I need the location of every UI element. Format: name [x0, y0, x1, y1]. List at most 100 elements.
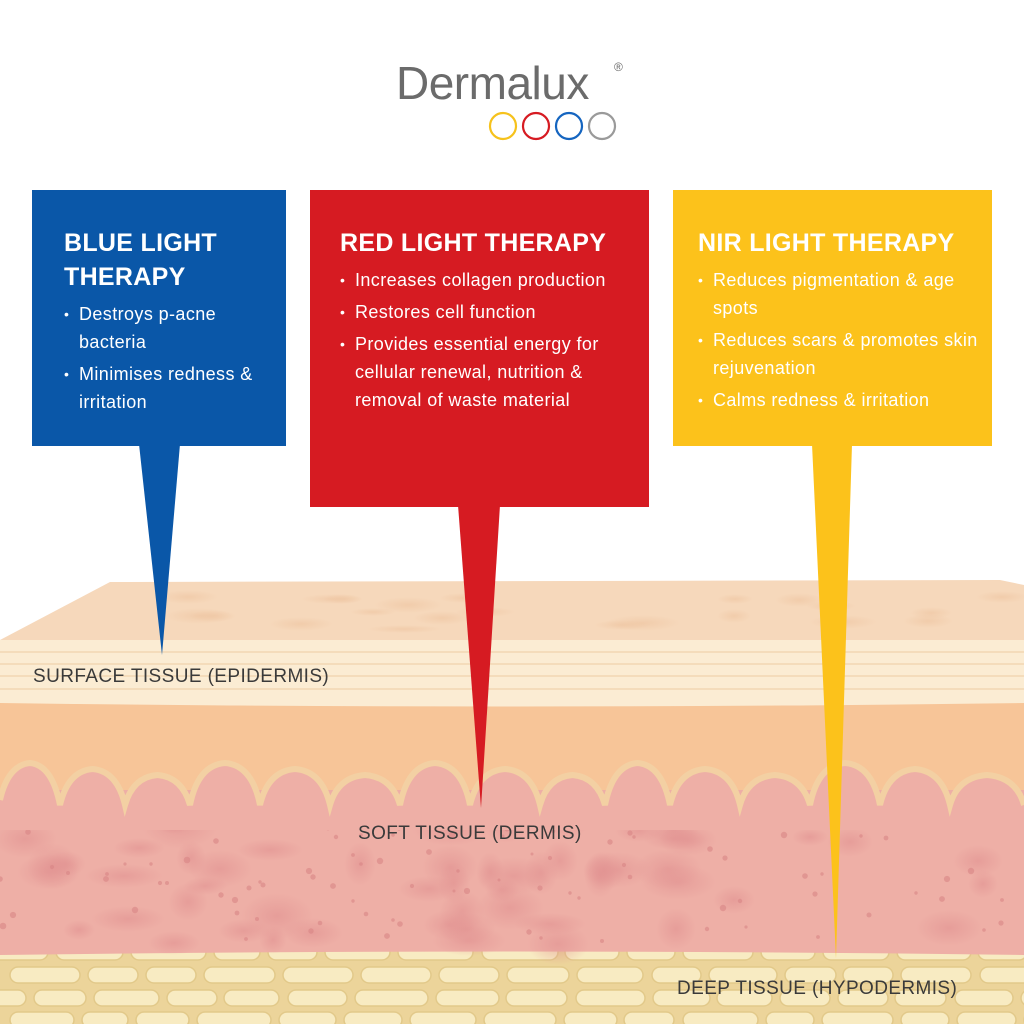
dermis-dot — [218, 892, 224, 898]
dermis-dot — [943, 875, 951, 883]
fat-cell — [343, 1011, 403, 1024]
dermis-dot — [621, 862, 627, 868]
dermis-dot — [501, 834, 505, 838]
fat-cell — [438, 966, 500, 984]
dermis-dot — [707, 846, 713, 852]
fat-cell — [483, 1011, 557, 1024]
dermis-spot — [916, 910, 982, 946]
dermis-spot — [439, 890, 485, 934]
surface-pore — [367, 625, 441, 633]
surface-pore — [976, 591, 1024, 603]
fat-cell — [979, 966, 1024, 984]
benefit-item: Increases collagen production — [340, 266, 633, 294]
dermis-spot — [168, 883, 208, 921]
dermis-dot — [998, 920, 1004, 926]
dermis-dot — [816, 935, 820, 939]
blue-light-therapy-box: BLUE LIGHT THERAPY Destroys p-acne bacte… — [32, 190, 286, 446]
fat-cell — [1020, 990, 1024, 1006]
benefit-item: Calms redness & irritation — [698, 386, 980, 414]
blue-light-title: BLUE LIGHT THERAPY — [64, 229, 217, 291]
nir-light-benefits: Reduces pigmentation & age spots Reduces… — [698, 266, 980, 414]
fat-cell — [282, 966, 354, 984]
benefit-item: Destroys p-acne bacteria — [64, 300, 266, 356]
dermis-dot — [105, 872, 109, 876]
dermis-dot — [1000, 898, 1004, 902]
fat-cell — [894, 989, 947, 1007]
nir-light-therapy-box: NIR LIGHT THERAPY Reduces pigmentation &… — [673, 190, 992, 446]
fat-cell — [87, 966, 139, 984]
dermis-spot — [584, 852, 616, 898]
fat-cell — [278, 1011, 337, 1024]
dermis-dot — [123, 862, 127, 866]
dermis-dot — [384, 933, 390, 939]
fat-cell — [9, 966, 81, 984]
dermis-dot — [539, 936, 543, 940]
dermis-spot — [643, 828, 707, 850]
dermis-dot — [333, 834, 339, 840]
dermis-dot — [0, 876, 3, 882]
epidermis-band — [0, 640, 1024, 707]
dermis-dot — [317, 920, 323, 926]
logo-ring-red — [521, 111, 551, 141]
dermis-spot — [634, 849, 702, 889]
dermis-dot — [0, 922, 7, 930]
surface-pore — [775, 593, 823, 607]
dermis-dot — [577, 896, 581, 900]
fat-cell — [203, 966, 276, 984]
dermis-dot — [982, 928, 986, 932]
dermis-dot — [802, 873, 808, 879]
fat-cell — [9, 1011, 75, 1024]
dermis-dot — [244, 937, 248, 941]
dermis-dot — [632, 835, 636, 839]
fat-cell — [779, 989, 831, 1007]
dermis-dot — [627, 874, 633, 880]
dermis-dot — [258, 880, 262, 884]
benefit-item: Minimises redness & irritation — [64, 360, 266, 416]
soft-tissue-label: SOFT TISSUE (DERMIS) — [358, 823, 582, 844]
dermis-dot — [246, 885, 252, 891]
surface-pore — [374, 597, 442, 613]
benefit-item: Reduces scars & promotes skin rejuvenati… — [698, 326, 980, 382]
surface-tissue-label: SURFACE TISSUE (EPIDERMIS) — [33, 666, 330, 687]
dermis-spot — [713, 886, 755, 914]
dermis-dot — [183, 856, 191, 864]
dermis-dot — [231, 896, 239, 904]
dermis-dot — [391, 833, 395, 837]
dermis-dot — [737, 898, 743, 904]
dermis-spot — [237, 839, 303, 861]
dermal-papillae-ridge — [0, 763, 1024, 830]
dermis-spot — [63, 920, 95, 940]
fat-cell — [900, 1011, 950, 1024]
fat-cell — [287, 989, 348, 1007]
dermis-dot — [165, 881, 169, 885]
dermis-spot — [91, 906, 165, 932]
dermis-spot — [113, 838, 165, 858]
dermis-dot — [157, 880, 163, 886]
fat-cell — [956, 1011, 1017, 1024]
fat-cell — [651, 966, 702, 984]
dermis-dot — [25, 829, 31, 835]
fat-cell — [900, 966, 972, 984]
dermis-dot — [967, 867, 975, 875]
surface-pore — [350, 608, 396, 616]
fat-cell — [765, 1011, 815, 1024]
dermis-dot — [812, 891, 818, 897]
dermis-dot — [351, 853, 355, 857]
red-light-therapy-box: RED LIGHT THERAPY Increases collagen pro… — [310, 190, 649, 507]
logo-ring-yellow — [488, 111, 518, 141]
dermis-dot — [719, 904, 727, 912]
dermis-dot — [883, 835, 889, 841]
dermis-spot — [85, 864, 163, 888]
nir-light-pointer — [812, 444, 852, 958]
fat-cell — [716, 989, 773, 1007]
dermis-dot — [607, 839, 613, 845]
fat-cell — [576, 966, 644, 984]
fat-cell — [623, 1011, 675, 1024]
surface-pore — [903, 614, 953, 628]
nir-light-title: NIR LIGHT THERAPY — [698, 229, 955, 257]
fat-cell — [145, 966, 197, 984]
dermis-dot — [66, 871, 70, 875]
dermis-dot — [409, 883, 415, 889]
fat-cell — [409, 1011, 477, 1024]
dermis-dot — [213, 838, 219, 844]
